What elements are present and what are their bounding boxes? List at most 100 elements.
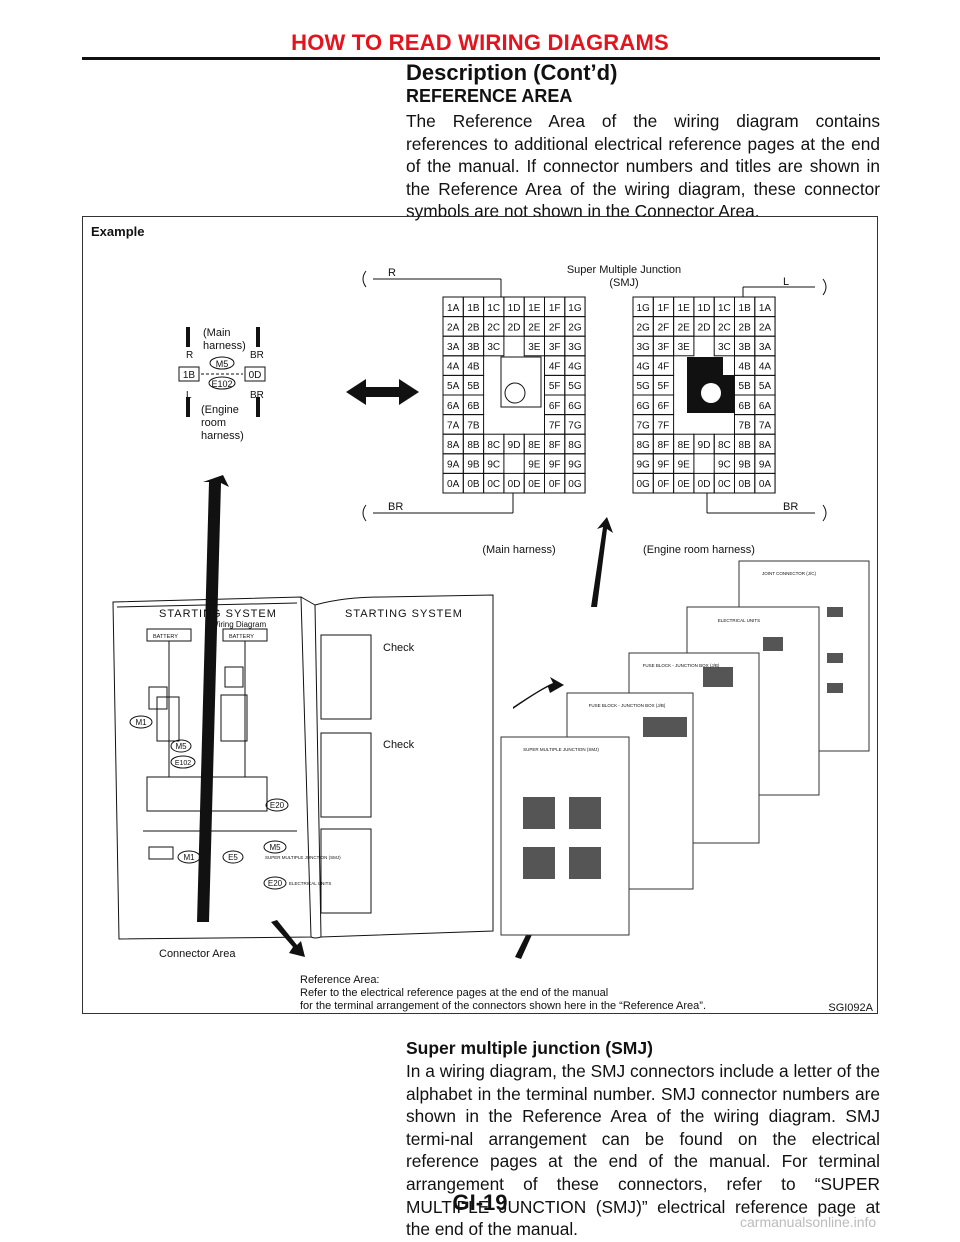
terminal-label: 9D bbox=[508, 440, 521, 451]
book-conn-e20: E20 bbox=[270, 801, 285, 810]
terminal-label: 0D bbox=[508, 479, 521, 490]
terminal-label: 1A bbox=[447, 303, 460, 314]
terminal-label: 2E bbox=[678, 322, 691, 333]
pointer-arrow-connector bbox=[271, 920, 305, 957]
terminal-label: 3B bbox=[739, 342, 752, 353]
terminal-label: 0E bbox=[678, 479, 691, 490]
terminal-label: 7F bbox=[549, 420, 561, 431]
wire-stub bbox=[186, 397, 190, 417]
ref-page-title-b: ELECTRICAL UNITS bbox=[718, 618, 760, 623]
terminal-label: 6A bbox=[447, 401, 460, 412]
book-left-sub: Wiring Diagram bbox=[211, 620, 266, 629]
terminal-label: 0B bbox=[467, 479, 480, 490]
terminal-label: 9G bbox=[636, 460, 650, 471]
terminal-label: 4F bbox=[549, 362, 561, 373]
terminal-label: 6A bbox=[759, 401, 772, 412]
wire-color-br-bottom: BR bbox=[250, 390, 264, 401]
terminal-label: 8G bbox=[636, 440, 650, 451]
terminal-label: 1D bbox=[698, 303, 711, 314]
book-conn-m1: M1 bbox=[135, 718, 147, 727]
connector-area-caption: Connector Area bbox=[159, 948, 236, 960]
terminal-label: 1F bbox=[658, 303, 670, 314]
check-label-2: Check bbox=[383, 739, 415, 751]
terminal-label: 8C bbox=[718, 440, 731, 451]
terminal-cell bbox=[564, 472, 586, 494]
terminal-label: 2B bbox=[739, 322, 752, 333]
terminal-label: 0G bbox=[568, 479, 582, 490]
double-arrow bbox=[346, 379, 419, 405]
terminal-label: 9B bbox=[739, 460, 752, 471]
terminal-label: 3B bbox=[467, 342, 480, 353]
ref-page-smj bbox=[500, 736, 630, 936]
wire-br-label: BR bbox=[388, 501, 403, 513]
wire-end bbox=[362, 504, 367, 522]
book-conn-m5-ref: M5 bbox=[269, 843, 281, 852]
page-number: GI-19 bbox=[452, 1190, 508, 1215]
terminal-label: 0F bbox=[658, 479, 670, 490]
terminal-label: 8E bbox=[528, 440, 541, 451]
main-harness-label-1: (Main bbox=[203, 327, 231, 339]
terminal-label: 3G bbox=[636, 342, 650, 353]
terminal-label: 2C bbox=[487, 322, 500, 333]
connector-oval bbox=[129, 715, 153, 729]
terminal-label: 0G bbox=[636, 479, 650, 490]
terminal-label: 2C bbox=[718, 322, 731, 333]
terminal-label: 0D bbox=[698, 479, 711, 490]
pointer-arrow-right bbox=[513, 677, 564, 709]
terminal-label: 8A bbox=[447, 440, 460, 451]
connector-oval bbox=[263, 876, 287, 890]
wire-br-right-label: BR bbox=[783, 501, 798, 513]
terminal-label: 0A bbox=[447, 479, 460, 490]
terminal-label: 9E bbox=[678, 460, 691, 471]
terminal-label: 8F bbox=[549, 440, 561, 451]
terminal-label: 9D bbox=[698, 440, 711, 451]
terminal-label: 5A bbox=[759, 381, 772, 392]
terminal-label: 1A bbox=[759, 303, 772, 314]
terminal-label: 8B bbox=[467, 440, 480, 451]
pin-0d: 0D bbox=[249, 370, 262, 381]
book-conn-m5: M5 bbox=[175, 742, 187, 751]
battery-label-1: BATTERY bbox=[153, 634, 178, 640]
connector-m5: M5 bbox=[216, 359, 229, 369]
page-subtitle: Description (Cont’d) bbox=[406, 60, 618, 85]
terminal-label: 9A bbox=[759, 460, 772, 471]
engine-room-harness-caption: (Engine room harness) bbox=[643, 544, 755, 556]
ref-page-title-d: FUSE BLOCK - JUNCTION BOX (J/B) bbox=[589, 703, 666, 708]
example-figure: Example Super Multiple Junction (SMJ) (M… bbox=[82, 216, 878, 1014]
book-conn-e5: E5 bbox=[228, 853, 238, 862]
wire-stub bbox=[256, 327, 260, 347]
reference-area-caption-1: Reference Area: bbox=[300, 974, 380, 986]
terminal-label: 3C bbox=[487, 342, 500, 353]
watermark: carmanualsonline.info bbox=[740, 1214, 877, 1230]
terminal-label: 8A bbox=[759, 440, 772, 451]
terminal-label: 5F bbox=[658, 381, 670, 392]
check-label-1: Check bbox=[383, 642, 415, 654]
terminal-label: 7B bbox=[467, 420, 480, 431]
engine-room-label-3: harness) bbox=[201, 430, 244, 442]
terminal-label: 2F bbox=[658, 322, 670, 333]
terminal-label: 5A bbox=[447, 381, 460, 392]
terminal-label: 6F bbox=[549, 401, 561, 412]
terminal-label: 1C bbox=[487, 303, 500, 314]
terminal-label: 6B bbox=[739, 401, 752, 412]
terminal-label: 0F bbox=[549, 479, 561, 490]
terminal-label: 1B bbox=[467, 303, 480, 314]
terminal-label: 5B bbox=[467, 381, 480, 392]
terminal-label: 0A bbox=[759, 479, 772, 490]
terminal-label: 9C bbox=[487, 460, 500, 471]
terminal-label: 2F bbox=[549, 322, 561, 333]
engine-room-label-2: room bbox=[201, 417, 226, 429]
book-conn-e20-ref: E20 bbox=[268, 879, 283, 888]
book-smj-ref: SUPER MULTIPLE JUNCTION (SMJ) bbox=[265, 855, 341, 860]
terminal-label: 9E bbox=[528, 460, 541, 471]
terminal-label: 9G bbox=[568, 460, 582, 471]
terminal-label: 3A bbox=[447, 342, 460, 353]
pin-box bbox=[244, 366, 266, 382]
book-elec-units-ref: ELECTRICAL UNITS bbox=[289, 881, 331, 886]
terminal-label: 5G bbox=[568, 381, 582, 392]
terminal-label: 4B bbox=[739, 362, 752, 373]
terminal-cell bbox=[754, 472, 776, 494]
terminal-label: 8B bbox=[739, 440, 752, 451]
terminal-label: 0C bbox=[718, 479, 731, 490]
